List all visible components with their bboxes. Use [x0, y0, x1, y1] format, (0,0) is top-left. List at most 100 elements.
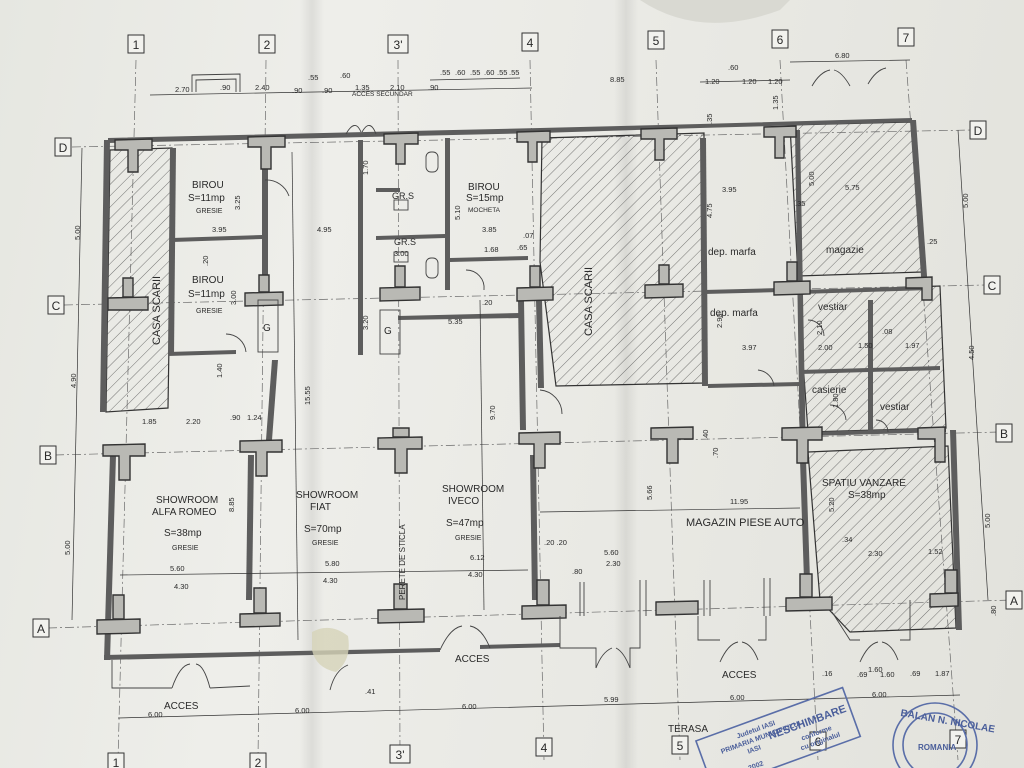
svg-text:.65: .65	[517, 243, 527, 252]
svg-text:.90: .90	[220, 83, 230, 92]
svg-text:1.70: 1.70	[361, 160, 370, 175]
svg-text:1.40: 1.40	[215, 363, 224, 378]
svg-text:.70: .70	[711, 448, 720, 458]
svg-text:1.85: 1.85	[142, 417, 157, 426]
svg-text:1.60: 1.60	[868, 665, 883, 674]
svg-text:2.90: 2.90	[715, 313, 724, 328]
svg-text:4.50: 4.50	[967, 345, 976, 360]
label-magazie: magazie	[826, 245, 864, 256]
column-7B	[917, 426, 946, 463]
svg-text:S=70mp: S=70mp	[304, 524, 342, 535]
svg-text:6.00: 6.00	[462, 702, 477, 711]
svg-text:5.60: 5.60	[170, 564, 185, 573]
axis-bubble-6-top: 6	[771, 29, 789, 49]
svg-text:2.20: 2.20	[186, 417, 201, 426]
svg-text:1: 1	[113, 756, 120, 768]
label-magazin-piese-auto: MAGAZIN PIESE AUTO	[686, 517, 805, 529]
svg-text:8.85: 8.85	[610, 75, 625, 84]
svg-text:1.35: 1.35	[355, 83, 370, 92]
label-showroom-iveco: SHOWROOM	[442, 484, 504, 495]
column-6A	[785, 573, 833, 612]
svg-text:5.00: 5.00	[961, 193, 970, 208]
svg-text:A: A	[37, 622, 45, 636]
svg-text:1.52: 1.52	[928, 547, 943, 556]
column-5D	[640, 127, 678, 161]
column-4A	[521, 579, 567, 620]
svg-text:8.85: 8.85	[227, 497, 236, 512]
column-5B	[650, 426, 694, 464]
svg-text:1.87: 1.87	[935, 669, 950, 678]
axis-bubbles: 1 2 3' 4 5 6 7 1 2 3' 4 5 6 7 D C B A D …	[32, 27, 1023, 768]
svg-text:.80: .80	[572, 567, 582, 576]
stairwell-right	[539, 132, 705, 387]
svg-text:4.30: 4.30	[174, 582, 189, 591]
svg-text:1.20: 1.20	[705, 77, 720, 86]
axis-bubble-1-bottom: 1	[107, 752, 125, 768]
svg-text:1: 1	[133, 38, 140, 52]
svg-text:5.80: 5.80	[325, 559, 340, 568]
svg-text:.20 .20: .20 .20	[544, 538, 567, 547]
svg-text:GRESIE: GRESIE	[196, 208, 223, 215]
axis-bubble-B-left: B	[39, 445, 57, 465]
svg-text:4.30: 4.30	[468, 570, 483, 579]
svg-text:2.70: 2.70	[175, 85, 190, 94]
svg-text:4.90: 4.90	[69, 373, 78, 388]
svg-text:.90: .90	[428, 83, 438, 92]
svg-text:S=15mp: S=15mp	[466, 193, 504, 204]
svg-text:.80: .80	[989, 606, 998, 616]
svg-text:C: C	[52, 299, 61, 313]
label-birou-top: BIROU	[192, 180, 224, 191]
svg-text:.90: .90	[230, 413, 240, 422]
svg-text:3.95: 3.95	[722, 185, 737, 194]
label-g-2: G	[263, 323, 271, 334]
label-acces-2: ACCES	[455, 654, 490, 665]
svg-text:5.75: 5.75	[845, 183, 860, 192]
svg-text:GRESIE: GRESIE	[196, 308, 223, 315]
svg-text:2.30: 2.30	[606, 559, 621, 568]
svg-text:3.97: 3.97	[742, 343, 757, 352]
columns	[96, 125, 959, 635]
svg-text:5.35: 5.35	[448, 317, 463, 326]
dimension-lines	[71, 59, 989, 719]
label-perete-sticla: PERETE DE STICLA	[398, 524, 407, 600]
svg-text:5.00: 5.00	[983, 513, 992, 528]
svg-text:1.60: 1.60	[880, 670, 895, 679]
svg-text:.55: .55	[497, 68, 507, 77]
svg-text:B: B	[44, 449, 52, 463]
room-labels: BIROU S=11mp GRESIE BIROU S=11mp GRESIE …	[151, 180, 910, 600]
svg-text:ALFA ROMEO: ALFA ROMEO	[152, 507, 217, 518]
svg-text:7: 7	[955, 733, 962, 747]
label-casa-scarii-right: CASA SCARII	[583, 267, 595, 336]
svg-text:4.95: 4.95	[317, 225, 332, 234]
svg-text:.25: .25	[927, 237, 937, 246]
svg-text:.55: .55	[509, 68, 519, 77]
svg-text:.90: .90	[322, 86, 332, 95]
column-2A	[239, 587, 281, 628]
svg-text:4.75: 4.75	[705, 203, 714, 218]
svg-text:MOCHETA: MOCHETA	[468, 207, 501, 214]
label-vestiar-2: vestiar	[880, 402, 910, 413]
svg-text:S=47mp: S=47mp	[446, 518, 484, 529]
column-1A	[96, 594, 141, 635]
column-7C	[905, 276, 933, 301]
column-6B	[781, 426, 823, 464]
svg-text:5.60: 5.60	[604, 548, 619, 557]
svg-text:S=38mp: S=38mp	[848, 490, 886, 501]
axis-bubble-1-top: 1	[127, 34, 145, 54]
entrance-labels: ACCES SECUNDAR ACCES ACCES ACCES TERASA	[164, 91, 757, 735]
svg-text:1.68: 1.68	[484, 245, 499, 254]
svg-text:6: 6	[777, 33, 784, 47]
svg-text:6.80: 6.80	[835, 51, 850, 60]
svg-text:.41: .41	[365, 687, 375, 696]
axis-bubble-5-bottom: 5	[671, 735, 689, 755]
svg-text:3.95: 3.95	[212, 225, 227, 234]
svg-text:.20: .20	[482, 298, 492, 307]
column-4B	[518, 431, 561, 469]
axis-bubble-C-right: C	[983, 275, 1001, 295]
svg-text:6.00: 6.00	[295, 706, 310, 715]
svg-text:3.85: 3.85	[482, 225, 497, 234]
svg-text:.55: .55	[308, 73, 318, 82]
axis-bubble-3-bottom: 3'	[389, 744, 411, 764]
